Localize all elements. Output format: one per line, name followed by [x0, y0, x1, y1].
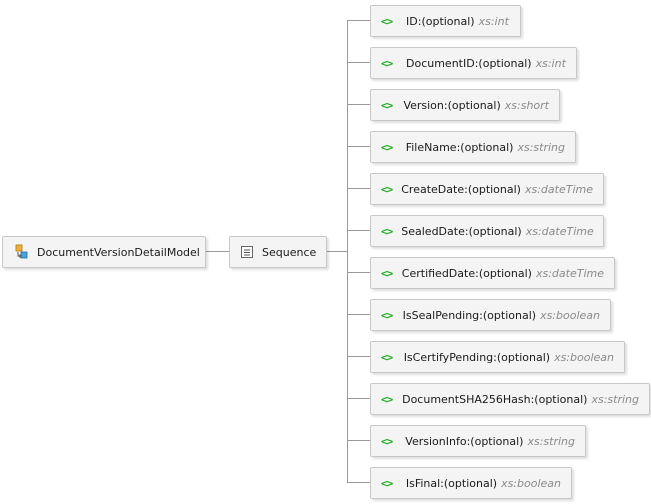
element-node[interactable]: <> DocumentSHA256Hash : (optional)xs:stri…: [370, 383, 650, 415]
element-separator: :: [493, 350, 497, 364]
connector-branch: [347, 188, 370, 189]
connector-branch: [347, 104, 370, 105]
element-icon: <>: [381, 182, 393, 196]
element-separator: :: [530, 392, 535, 406]
element-icon: <>: [381, 476, 393, 490]
element-type: xs:string: [527, 434, 575, 448]
element-name: FileName: [405, 140, 457, 154]
element-name: DocumentSHA256Hash: [402, 392, 531, 406]
element-icon: <>: [381, 56, 393, 70]
element-name: Version: [403, 98, 444, 112]
element-type: xs:dateTime: [524, 182, 593, 196]
element-separator: :: [479, 308, 483, 322]
element-node[interactable]: <> Version : (optional)xs:short: [370, 89, 560, 121]
element-icon: <>: [381, 434, 393, 448]
element-icon: <>: [381, 308, 393, 322]
element-occurrence: (optional): [478, 56, 532, 70]
element-name: IsFinal: [405, 476, 441, 490]
element-type: xs:dateTime: [535, 266, 604, 280]
element-name: IsSealPending: [402, 308, 480, 322]
element-name: DocumentID: [406, 56, 475, 70]
element-icon: <>: [381, 350, 393, 364]
element-icon: <>: [381, 224, 393, 238]
element-icon: <>: [381, 140, 393, 154]
element-type: xs:boolean: [540, 308, 600, 322]
element-name: ID: [406, 14, 418, 28]
element-separator: :: [464, 224, 469, 238]
element-node[interactable]: <> CreateDate : (optional)xs:dateTime: [370, 173, 604, 205]
element-separator: :: [475, 266, 479, 280]
element-icon: <>: [381, 392, 393, 406]
connector-root-sequence: [206, 251, 229, 252]
element-occurrence: (optional): [443, 476, 498, 490]
connector-branch: [347, 398, 370, 399]
element-occurrence: (optional): [496, 350, 551, 364]
element-occurrence: (optional): [468, 224, 522, 238]
element-icon: <>: [381, 14, 393, 28]
element-type: xs:string: [517, 140, 565, 154]
element-type: xs:boolean: [554, 350, 614, 364]
element-occurrence: (optional): [534, 392, 588, 406]
connector-branch: [347, 482, 370, 483]
element-separator: :: [417, 14, 422, 28]
element-occurrence: (optional): [467, 182, 521, 196]
element-type: xs:int: [478, 14, 509, 28]
connector-branch: [347, 314, 370, 315]
connector-branch: [347, 356, 370, 357]
element-node[interactable]: <> IsCertifyPending : (optional)xs:boolea…: [370, 341, 625, 373]
element-node[interactable]: <> IsFinal : (optional)xs:boolean: [370, 467, 572, 499]
element-name: SealedDate: [401, 224, 465, 238]
connector-vertical-bus: [347, 20, 348, 483]
element-separator: :: [443, 98, 448, 112]
element-separator: :: [464, 182, 468, 196]
element-node[interactable]: <> IsSealPending : (optional)xs:boolean: [370, 299, 611, 331]
element-node[interactable]: <> SealedDate : (optional)xs:dateTime: [370, 215, 604, 247]
connector-branch: [347, 146, 370, 147]
element-name: VersionInfo: [405, 434, 467, 448]
element-type: xs:dateTime: [525, 224, 594, 238]
element-type: xs:short: [504, 98, 549, 112]
element-name: CertifiedDate: [401, 266, 476, 280]
element-icon: <>: [381, 266, 393, 280]
element-type: xs:boolean: [501, 476, 561, 490]
element-node[interactable]: <> CertifiedDate : (optional)xs:dateTime: [370, 257, 615, 289]
element-occurrence: (optional): [421, 14, 475, 28]
connector-branch: [347, 62, 370, 63]
element-name: CreateDate: [401, 182, 465, 196]
root-complex-type-node[interactable]: DocumentVersionDetailModel: [2, 236, 206, 268]
element-occurrence: (optional): [460, 140, 514, 154]
element-occurrence: (optional): [482, 308, 537, 322]
element-name: IsCertifyPending: [403, 350, 494, 364]
element-type: xs:string: [591, 392, 639, 406]
element-separator: :: [466, 434, 471, 448]
element-occurrence: (optional): [478, 266, 532, 280]
connector-branch: [347, 440, 370, 441]
connector-branch: [347, 272, 370, 273]
element-occurrence: (optional): [447, 98, 501, 112]
element-node[interactable]: <> VersionInfo : (optional)xs:string: [370, 425, 586, 457]
element-separator: :: [474, 56, 479, 70]
element-icon: <>: [381, 98, 393, 112]
sequence-node[interactable]: Sequence: [229, 236, 327, 268]
complex-type-icon: [13, 244, 29, 260]
connector-branch: [347, 20, 370, 21]
element-node[interactable]: <> DocumentID : (optional)xs:int: [370, 47, 577, 79]
element-separator: :: [440, 476, 444, 490]
sequence-label: Sequence: [262, 245, 317, 259]
root-label: DocumentVersionDetailModel: [37, 245, 200, 259]
element-type: xs:int: [535, 56, 566, 70]
element-separator: :: [456, 140, 461, 154]
sequence-icon: [240, 245, 254, 259]
connector-sequence-bus: [327, 251, 348, 252]
element-node[interactable]: <> FileName : (optional)xs:string: [370, 131, 576, 163]
connector-branch: [347, 230, 370, 231]
element-occurrence: (optional): [470, 434, 524, 448]
element-node[interactable]: <> ID : (optional)xs:int: [370, 5, 521, 37]
